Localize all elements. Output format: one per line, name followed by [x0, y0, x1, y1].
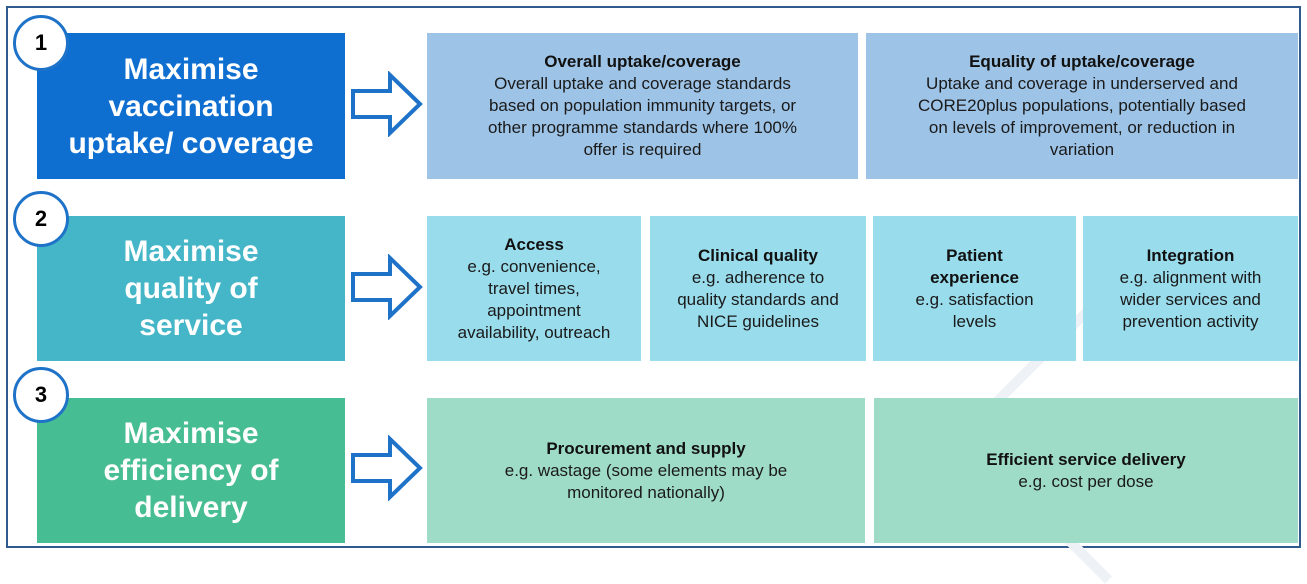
box-title-line-2: experience [930, 267, 1019, 287]
goal-3-line-2: efficiency of [103, 454, 279, 487]
box-text: other programme standards where 100% [488, 118, 797, 137]
goal-2-line-3: service [139, 309, 243, 342]
box-efficient-service-delivery: Efficient service delivery e.g. cost per… [874, 398, 1298, 543]
box-text: Overall uptake and coverage standards [494, 74, 791, 93]
box-text: variation [1049, 140, 1115, 159]
arrow-right-icon [351, 435, 423, 501]
box-text: wider services and [1120, 289, 1261, 309]
box-title: Efficient service delivery [986, 449, 1186, 469]
box-title: Equality of uptake/coverage [969, 52, 1195, 71]
box-text: offer is required [583, 140, 702, 159]
box-title: Patient [946, 245, 1003, 265]
box-text: e.g. cost per dose [1018, 471, 1154, 491]
goal-1-line-2: vaccination [108, 89, 274, 123]
step-number-1: 1 [13, 15, 69, 71]
box-text: e.g. convenience, [467, 256, 601, 276]
box-procurement-supply: Procurement and supply e.g. wastage (som… [427, 398, 865, 543]
goal-1-line-1: Maximise [123, 52, 259, 86]
diagram-frame [6, 6, 1301, 548]
step-number-3: 3 [13, 367, 69, 423]
box-overall-uptake: Overall uptake/coverage Overall uptake a… [427, 33, 858, 179]
arrow-right-icon [351, 254, 423, 320]
box-clinical-quality: Clinical quality e.g. adherence to quali… [650, 216, 866, 361]
box-text: e.g. wastage (some elements may be [504, 460, 788, 480]
box-text: e.g. satisfaction [915, 289, 1034, 309]
box-text: e.g. alignment with [1119, 267, 1262, 287]
box-text: appointment [487, 300, 581, 320]
box-patient-experience: Patient experience e.g. satisfaction lev… [873, 216, 1076, 361]
box-text: availability, outreach [457, 322, 611, 342]
box-access: Access e.g. convenience, travel times, a… [427, 216, 641, 361]
box-text: e.g. adherence to [691, 267, 825, 287]
box-integration: Integration e.g. alignment with wider se… [1083, 216, 1298, 361]
goal-2-line-1: Maximise [123, 235, 259, 268]
box-title: Procurement and supply [546, 438, 746, 458]
box-text: CORE20plus populations, potentially base… [918, 96, 1246, 115]
box-text: on levels of improvement, or reduction i… [928, 118, 1236, 137]
goal-box-1: Maximise vaccination uptake/ coverage [37, 33, 345, 179]
box-title: Overall uptake/coverage [544, 52, 741, 71]
box-text: based on population immunity targets, or [488, 96, 797, 115]
box-title: Integration [1146, 245, 1235, 265]
box-text: travel times, [488, 278, 580, 298]
box-text: Uptake and coverage in underserved and [926, 74, 1238, 93]
goal-box-3: Maximise efficiency of delivery [37, 398, 345, 543]
box-text: quality standards and [677, 289, 839, 309]
goal-box-2: Maximise quality of service [37, 216, 345, 361]
box-title: Access [504, 234, 564, 254]
step-number-2: 2 [13, 191, 69, 247]
box-title: Clinical quality [698, 245, 818, 265]
goal-3-line-1: Maximise [123, 417, 259, 450]
arrow-right-icon [351, 71, 423, 137]
goal-3-line-3: delivery [134, 491, 248, 524]
box-text: prevention activity [1122, 311, 1259, 331]
box-text: NICE guidelines [697, 311, 819, 331]
goal-1-line-3: uptake/ coverage [68, 126, 314, 160]
box-text: monitored nationally) [567, 482, 725, 502]
box-equality-uptake: Equality of uptake/coverage Uptake and c… [866, 33, 1298, 179]
goal-2-line-2: quality of [124, 272, 258, 305]
box-text: levels [952, 311, 997, 331]
